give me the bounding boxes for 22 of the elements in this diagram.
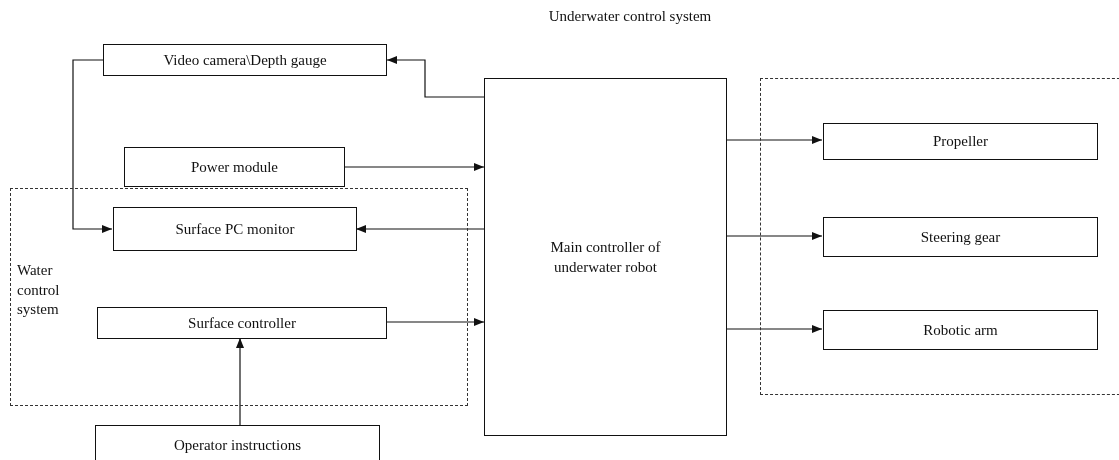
dashed-group-box xyxy=(760,78,1119,395)
arrow xyxy=(72,59,113,233)
process-box: Propeller xyxy=(823,123,1098,160)
arrow xyxy=(355,225,485,233)
process-box: Steering gear xyxy=(823,217,1098,257)
process-box: Surface controller xyxy=(97,307,387,339)
diagram-title: Underwater control system xyxy=(547,8,713,25)
process-box: Operator instructions xyxy=(95,425,380,460)
process-box: Main controller of underwater robot xyxy=(484,78,727,436)
group-label: Water control system xyxy=(17,261,61,319)
process-box: Video camera\Depth gauge xyxy=(103,44,387,76)
arrow xyxy=(236,337,244,426)
arrow xyxy=(726,136,823,144)
dashed-group-box xyxy=(10,188,468,406)
arrow xyxy=(386,56,485,98)
process-box: Power module xyxy=(124,147,345,187)
arrow xyxy=(726,232,823,240)
arrow xyxy=(344,163,485,171)
process-box: Robotic arm xyxy=(823,310,1098,350)
process-box: Surface PC monitor xyxy=(113,207,357,251)
arrow xyxy=(385,318,485,326)
arrow xyxy=(726,325,823,333)
